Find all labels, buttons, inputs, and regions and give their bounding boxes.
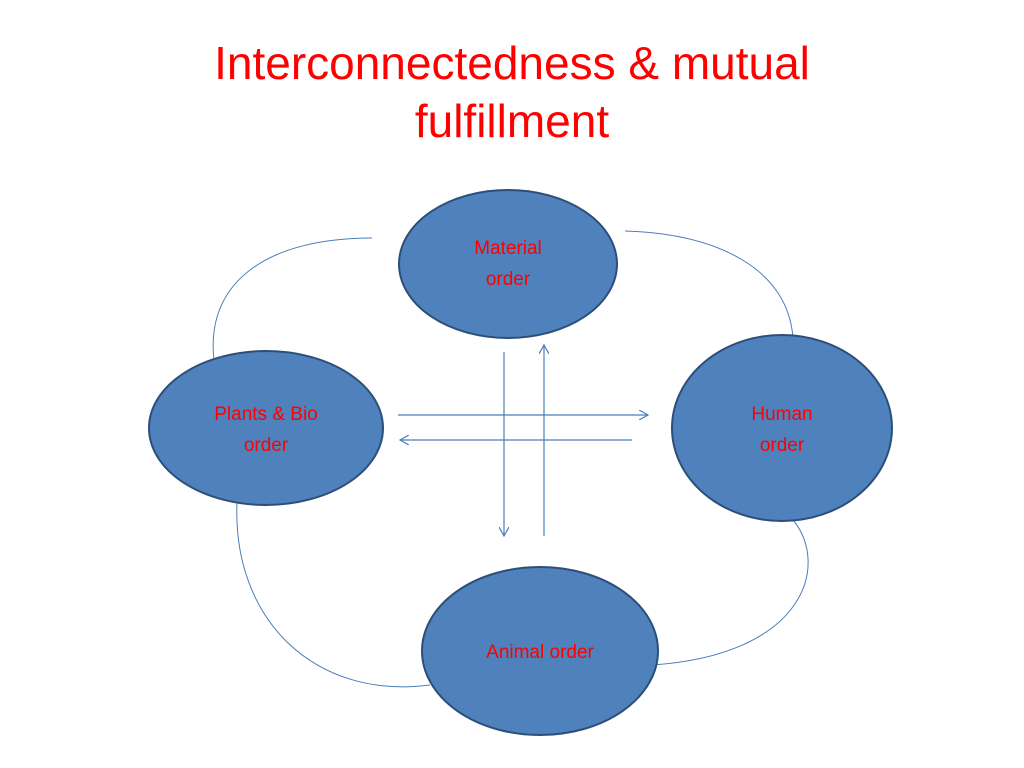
node-animal-label: Animal order (486, 642, 594, 663)
node-human-label-line-1: Human (751, 404, 812, 425)
connector-human-animal (651, 519, 809, 666)
node-animal-order: Animal order (421, 566, 659, 736)
title-line-2: fulfillment (414, 95, 610, 147)
node-material-order: Material order (398, 189, 618, 339)
node-human-label-line-2: order (760, 435, 805, 456)
title-line-1: Interconnectedness & mutual (214, 37, 810, 89)
node-plants-bio-order: Plants & Bio order (148, 350, 384, 506)
connector-material-plants (212, 237, 373, 361)
connector-material-human (624, 230, 794, 339)
node-material-label-line-2: order (486, 269, 531, 290)
node-material-label-line-1: Material (474, 238, 542, 259)
node-plants-label-line-1: Plants & Bio (214, 404, 318, 425)
node-human-order: Human order (671, 334, 893, 522)
connector-plants-animal (236, 501, 431, 688)
slide-title: Interconnectedness & mutual fulfillment (0, 34, 1024, 150)
node-plants-label-line-2: order (244, 435, 289, 456)
